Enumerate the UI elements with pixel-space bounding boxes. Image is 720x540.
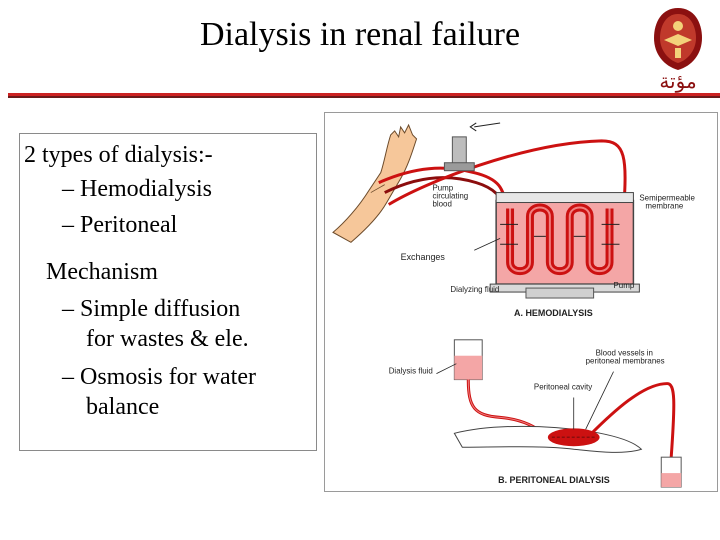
label-pump-circulating-1: Pump [432, 184, 453, 193]
logo-text: مؤتة [659, 69, 696, 93]
label-peritoneal-cavity: Peritoneal cavity [534, 383, 592, 392]
arm-illustration [332, 123, 418, 243]
leader-dialysis-fluid [436, 363, 457, 374]
label-pump-circulating-3: blood [432, 200, 451, 209]
fluid-bag [453, 339, 483, 381]
types-heading: 2 types of dialysis:- [24, 142, 213, 168]
dialysis-diagram: Pump circulating blood Semipermeable mem… [324, 112, 718, 492]
caption-hemodialysis: A. HEMODIALYSIS [514, 308, 593, 318]
exchange-arrows [500, 223, 620, 245]
pump-circulating-icon [443, 136, 475, 172]
leader-exchanges [474, 237, 501, 251]
caption-peritoneal-dialysis: B. PERITONEAL DIALYSIS [498, 475, 610, 485]
membrane-coil-core [509, 206, 611, 273]
patient-body [453, 425, 643, 453]
tube-arterial [378, 166, 508, 209]
pump-bottom-icon [525, 287, 595, 299]
label-exchanges: Exchanges [401, 252, 446, 262]
peritoneal-outflow-tube [588, 382, 676, 458]
label-pump-circulating-2: circulating [432, 192, 468, 201]
flow-arrow [474, 122, 501, 128]
leader-blood-vessels [585, 371, 614, 430]
label-dialyzing-fluid: Dialyzing fluid [450, 285, 499, 294]
title-rule-shadow [8, 96, 720, 98]
arrowhead-icon [469, 122, 477, 132]
university-logo: مؤتة [654, 8, 702, 93]
slide-title: Dialysis in renal failure [199, 16, 521, 53]
label-blood-vessels-2: peritoneal membranes [586, 357, 665, 366]
drain-bag [660, 456, 682, 488]
tube-venous [387, 139, 627, 213]
bullet-peritoneal: – Peritoneal [62, 212, 178, 238]
label-pump: Pump [614, 281, 635, 290]
label-blood-vessels-1: Blood vessels in [596, 349, 653, 358]
bullet-osmosis: – Osmosis for water [62, 364, 256, 390]
bullet-diffusion-cont: for wastes & ele. [86, 326, 249, 352]
crest-icon [654, 8, 702, 70]
label-semipermeable-2: membrane [645, 201, 684, 210]
bullet-osmosis-cont: balance [86, 394, 160, 420]
bullet-hemodialysis: – Hemodialysis [62, 176, 212, 202]
label-semipermeable-1: Semipermeable [639, 194, 695, 203]
bullet-diffusion: – Simple diffusion [62, 296, 241, 322]
bullet-textbox [19, 133, 317, 451]
mechanism-heading: Mechanism [46, 259, 158, 285]
label-dialysis-fluid: Dialysis fluid [389, 367, 433, 376]
title-rule [8, 93, 720, 96]
